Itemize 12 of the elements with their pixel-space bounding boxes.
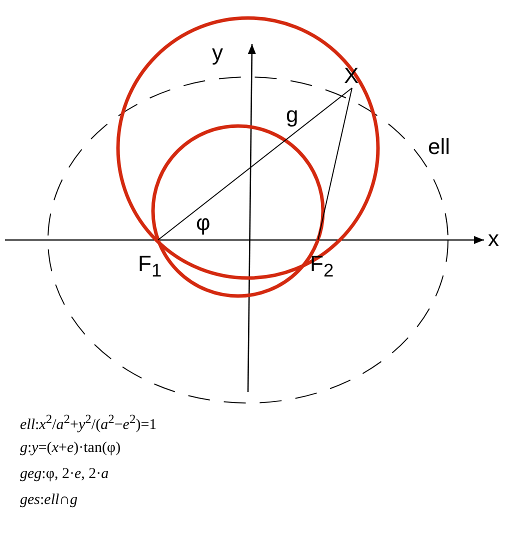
curve-label: ell — [428, 136, 450, 158]
axis-label: y — [212, 42, 223, 64]
axis-label: x — [488, 228, 499, 250]
angle-label: φ — [196, 212, 210, 234]
point-label: F$_{1}$ — [138, 240, 164, 282]
line-segment — [318, 88, 352, 240]
equation: ell:x$^{2}$/a$^{2}$+y$^{2}$/(a$^{2}$−e$^{2}$)=1 — [20, 412, 157, 434]
line-label: g — [286, 104, 298, 126]
line-segment — [158, 88, 352, 240]
equation: g:y=(x+e)·tan(φ) — [20, 440, 121, 457]
equation: geg:φ, 2·e, 2·a — [20, 466, 109, 483]
equation: ges:ell∩g — [20, 492, 78, 509]
